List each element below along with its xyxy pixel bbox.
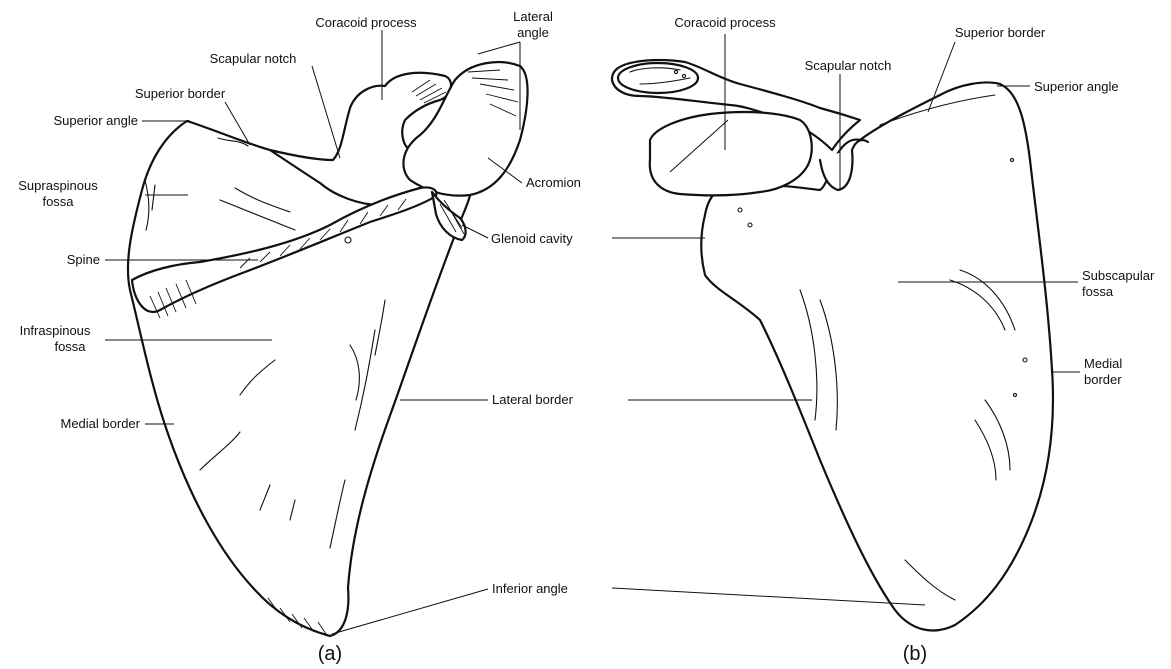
label-supraspinous-a-line1: Supraspinous (18, 178, 98, 193)
label-lateral-angle-a-line1: Lateral (513, 9, 553, 24)
label-coracoid-process-a: Coracoid process (315, 15, 417, 30)
label-infraspinous-a-line2: fossa (54, 339, 86, 354)
leader-lateral-angle-a-1 (478, 42, 520, 54)
label-medial-border-a: Medial border (61, 416, 141, 431)
label-superior-border-a: Superior border (135, 86, 226, 101)
label-subscapular-b-line1: Subscapular (1082, 268, 1155, 283)
label-medial-b-line2: border (1084, 372, 1122, 387)
label-acromion-a: Acromion (526, 175, 581, 190)
label-superior-angle-a: Superior angle (53, 113, 138, 128)
label-medial-b-line1: Medial (1084, 356, 1122, 371)
caption-panel-b: (b) (903, 643, 927, 665)
label-infraspinous-a-line1: Infraspinous (20, 323, 91, 338)
label-lateral-border: Lateral border (492, 392, 574, 407)
label-scapular-notch-b: Scapular notch (805, 58, 892, 73)
leader-inferior-angle-b (612, 588, 925, 605)
leader-inferior-angle-a (332, 589, 488, 634)
label-superior-angle-b: Superior angle (1034, 79, 1119, 94)
label-subscapular-b-line2: fossa (1082, 284, 1114, 299)
label-coracoid-process-b: Coracoid process (674, 15, 776, 30)
label-lateral-angle-a-line2: angle (517, 25, 549, 40)
label-inferior-angle: Inferior angle (492, 581, 568, 596)
scapula-posterior-view (128, 62, 528, 636)
label-scapular-notch-a: Scapular notch (210, 51, 297, 66)
scapula-anterior-view (612, 60, 1053, 630)
anterior-coracoid-base (650, 112, 812, 195)
label-glenoid-cavity: Glenoid cavity (491, 231, 573, 246)
label-supraspinous-a-line2: fossa (42, 194, 74, 209)
caption-panel-a: (a) (318, 643, 342, 665)
label-superior-border-b: Superior border (955, 25, 1046, 40)
label-spine-a: Spine (67, 252, 100, 267)
